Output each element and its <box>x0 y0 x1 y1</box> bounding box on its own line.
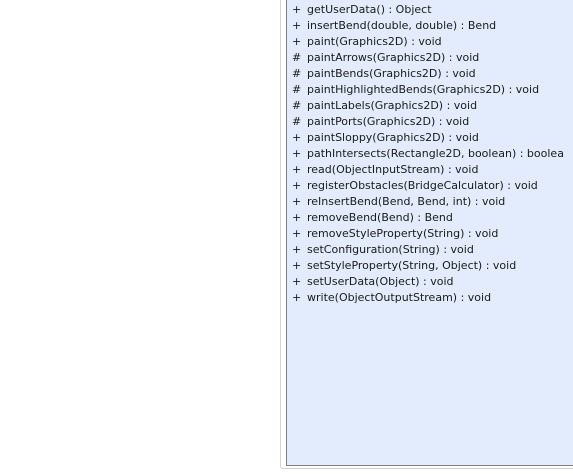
method-row[interactable]: + reInsertBend(Bend, Bend, int) : void <box>292 194 564 210</box>
method-signature: paintHighlightedBends(Graphics2D) : void <box>307 83 540 96</box>
visibility-marker: + <box>292 275 302 288</box>
method-signature: paintPorts(Graphics2D) : void <box>307 115 470 128</box>
visibility-marker: + <box>292 3 302 16</box>
visibility-marker: + <box>292 195 302 208</box>
method-row[interactable]: + registerObstacles(BridgeCalculator) : v… <box>292 178 564 194</box>
method-row[interactable]: # paintPorts(Graphics2D) : void <box>292 114 564 130</box>
method-row[interactable]: + paintSloppy(Graphics2D) : void <box>292 130 564 146</box>
method-signature: paintLabels(Graphics2D) : void <box>307 99 478 112</box>
method-row[interactable]: # paintBends(Graphics2D) : void <box>292 66 564 82</box>
visibility-marker: # <box>292 67 302 80</box>
method-list: + getUserData() : Object + insertBend(doub… <box>292 2 564 306</box>
method-signature: paintBends(Graphics2D) : void <box>307 67 476 80</box>
visibility-marker: # <box>292 51 302 64</box>
method-row[interactable]: + setUserData(Object) : void <box>292 274 564 290</box>
visibility-marker: + <box>292 131 302 144</box>
class-node[interactable] <box>286 0 573 466</box>
method-signature: setUserData(Object) : void <box>307 275 454 288</box>
visibility-marker: # <box>292 99 302 112</box>
method-signature: getUserData() : Object <box>307 3 432 16</box>
method-signature: pathIntersects(Rectangle2D, boolean) : b… <box>307 147 564 160</box>
method-signature: reInsertBend(Bend, Bend, int) : void <box>307 195 506 208</box>
method-row[interactable]: # paintHighlightedBends(Graphics2D) : voi… <box>292 82 564 98</box>
method-signature: read(ObjectInputStream) : void <box>307 163 479 176</box>
method-signature: paintSloppy(Graphics2D) : void <box>307 131 479 144</box>
method-signature: setConfiguration(String) : void <box>307 243 474 256</box>
method-row[interactable]: + setConfiguration(String) : void <box>292 242 564 258</box>
method-signature: setStyleProperty(String, Object) : void <box>307 259 517 272</box>
visibility-marker: # <box>292 115 302 128</box>
visibility-marker: + <box>292 227 302 240</box>
method-row[interactable]: + removeStyleProperty(String) : void <box>292 226 564 242</box>
visibility-marker: + <box>292 19 302 32</box>
visibility-marker: + <box>292 291 302 304</box>
method-row[interactable]: # paintLabels(Graphics2D) : void <box>292 98 564 114</box>
method-signature: registerObstacles(BridgeCalculator) : vo… <box>307 179 538 192</box>
method-signature: paintArrows(Graphics2D) : void <box>307 51 480 64</box>
method-row[interactable]: + insertBend(double, double) : Bend <box>292 18 564 34</box>
method-row[interactable]: + removeBend(Bend) : Bend <box>292 210 564 226</box>
method-signature: paint(Graphics2D) : void <box>307 35 442 48</box>
method-row[interactable]: + setStyleProperty(String, Object) : void <box>292 258 564 274</box>
visibility-marker: + <box>292 179 302 192</box>
method-signature: insertBend(double, double) : Bend <box>307 19 497 32</box>
visibility-marker: + <box>292 35 302 48</box>
visibility-marker: + <box>292 243 302 256</box>
method-row[interactable]: + paint(Graphics2D) : void <box>292 34 564 50</box>
visibility-marker: + <box>292 147 302 160</box>
visibility-marker: + <box>292 211 302 224</box>
method-signature: write(ObjectOutputStream) : void <box>307 291 492 304</box>
method-row[interactable]: + getUserData() : Object <box>292 2 564 18</box>
method-row[interactable]: + write(ObjectOutputStream) : void <box>292 290 564 306</box>
method-row[interactable]: # paintArrows(Graphics2D) : void <box>292 50 564 66</box>
method-row[interactable]: + read(ObjectInputStream) : void <box>292 162 564 178</box>
method-signature: removeStyleProperty(String) : void <box>307 227 499 240</box>
visibility-marker: # <box>292 83 302 96</box>
method-row[interactable]: + pathIntersects(Rectangle2D, boolean) : … <box>292 146 564 162</box>
visibility-marker: + <box>292 163 302 176</box>
visibility-marker: + <box>292 259 302 272</box>
method-signature: removeBend(Bend) : Bend <box>307 211 453 224</box>
